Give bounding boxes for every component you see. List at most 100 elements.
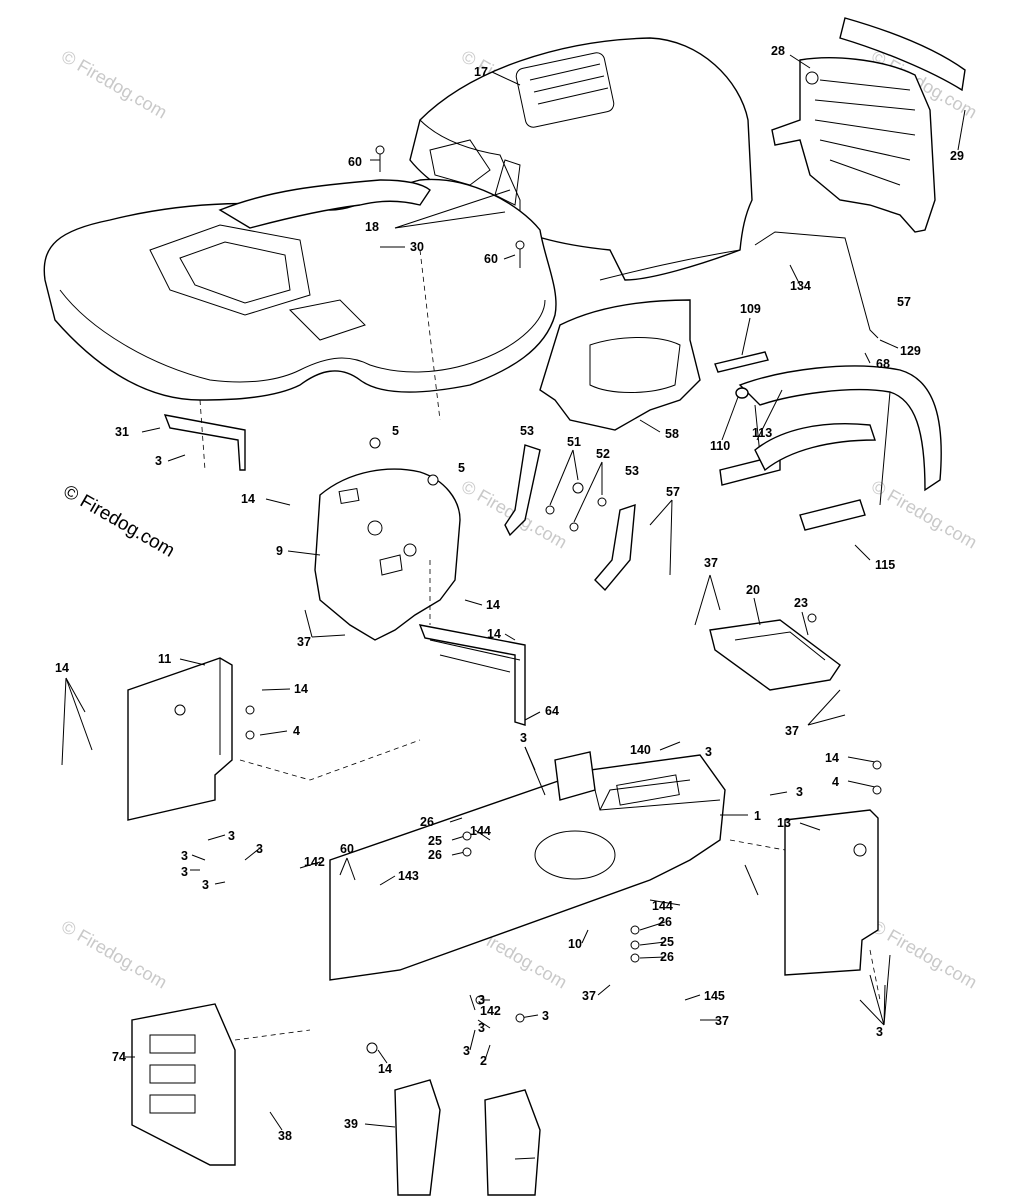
bracket-53-left xyxy=(504,444,541,537)
callout-3: 3 xyxy=(256,842,263,856)
bracket-38 xyxy=(394,1079,441,1196)
callout-57: 57 xyxy=(666,485,680,499)
callout-142: 142 xyxy=(304,855,325,869)
watermark-low-right: © Firedog.com xyxy=(868,916,980,992)
callout-30: 30 xyxy=(410,240,424,254)
callout-140: 140 xyxy=(630,743,651,757)
callout-31: 31 xyxy=(115,425,129,439)
callout-18: 18 xyxy=(365,220,379,234)
panel-64 xyxy=(418,624,526,726)
callout-37: 37 xyxy=(704,556,718,570)
callout-109: 109 xyxy=(740,302,761,316)
callout-60: 60 xyxy=(340,842,354,856)
callout-14: 14 xyxy=(825,751,839,765)
fender-part xyxy=(43,178,557,401)
callout-145: 145 xyxy=(704,989,725,1003)
callout-3: 3 xyxy=(202,878,209,892)
assembly-lines xyxy=(199,249,881,1041)
callout-74: 14 xyxy=(378,1062,392,1076)
callout-3: 3 xyxy=(705,745,712,759)
callout-3: 3 xyxy=(520,731,527,745)
callout-3: 3 xyxy=(478,993,485,1007)
callout-13: 13 xyxy=(777,816,791,830)
callout-25: 25 xyxy=(660,935,674,949)
pin-part xyxy=(714,351,769,399)
callout-64: 64 xyxy=(545,704,559,718)
callout-14: 3 xyxy=(876,1025,883,1039)
panel-20 xyxy=(709,619,841,691)
bracket-39 xyxy=(484,1089,541,1196)
callout-53: 53 xyxy=(520,424,534,438)
callout-2: 74 xyxy=(112,1050,126,1064)
callout-17: 17 xyxy=(474,65,488,79)
bracket-31 xyxy=(163,414,246,471)
bracket-53-right xyxy=(594,503,636,592)
grille-part xyxy=(771,17,966,233)
callout-134: 134 xyxy=(790,279,811,293)
callout-5: 5 xyxy=(392,424,399,438)
callout-115: 115 xyxy=(875,558,895,572)
callout-3: 3 xyxy=(155,454,162,468)
side-panel-13 xyxy=(784,809,879,976)
lift-handle-part xyxy=(719,365,942,531)
callout-37: 37 xyxy=(297,635,311,649)
callout-26: 26 xyxy=(420,815,434,829)
rod-part xyxy=(754,231,879,339)
callout-3: 3 xyxy=(228,829,235,843)
callout-144: 144 xyxy=(652,899,673,913)
callout-14: 14 xyxy=(294,682,308,696)
callout-37: 37 xyxy=(582,989,596,1003)
callout-113: 113 xyxy=(752,426,772,440)
callout-129: 129 xyxy=(900,344,921,358)
callout-52: 52 xyxy=(596,447,610,461)
callout-1: 1 xyxy=(754,809,761,823)
plate-140 xyxy=(554,751,596,801)
callout-23: 23 xyxy=(794,596,808,610)
callout-14: 14 xyxy=(55,661,69,675)
callout-26: 26 xyxy=(428,848,442,862)
callout-3: 3 xyxy=(796,785,803,799)
callout-110: 110 xyxy=(710,439,730,453)
callout-3: 3 xyxy=(463,1044,470,1058)
callout-28: 28 xyxy=(771,44,785,58)
callout-20: 20 xyxy=(746,583,760,597)
leader-lines xyxy=(61,54,966,1160)
callout-4: 4 xyxy=(293,724,300,738)
callout-3: 38 xyxy=(278,1129,292,1143)
watermark-top-left: © Firedog.com xyxy=(58,46,170,122)
callout-25: 25 xyxy=(428,834,442,848)
callout-14: 14 xyxy=(486,598,500,612)
callout-37: 37 xyxy=(785,724,799,738)
frame-part xyxy=(329,754,726,981)
callout-10: 10 xyxy=(568,937,582,951)
shroud-part xyxy=(539,299,701,431)
callout-51: 51 xyxy=(567,435,581,449)
callout-60: 60 xyxy=(348,155,362,169)
callout-53: 53 xyxy=(625,464,639,478)
callout-57: 57 xyxy=(897,295,911,309)
callout-37: 37 xyxy=(715,1014,729,1028)
callout-142: 142 xyxy=(480,1004,501,1018)
callout-144: 144 xyxy=(470,824,491,838)
callout-68: 68 xyxy=(876,357,890,371)
callout-26: 26 xyxy=(660,950,674,964)
callout-143: 143 xyxy=(398,869,419,883)
callout-labels: 17 28 29 60 18 60 30 134 109 57 129 68 1… xyxy=(55,44,964,1143)
watermark-low-left: © Firedog.com xyxy=(58,916,170,992)
callout-11: 11 xyxy=(158,652,171,666)
callout-38: 39 xyxy=(344,1117,358,1131)
callout-60: 60 xyxy=(484,252,498,266)
callout-3: 2 xyxy=(480,1054,487,1068)
dash-panel-part xyxy=(314,468,461,641)
side-panel-11 xyxy=(127,657,233,821)
callout-5: 5 xyxy=(458,461,465,475)
callout-9: 9 xyxy=(276,544,283,558)
watermark-mid-right: © Firedog.com xyxy=(868,476,980,552)
callout-14: 14 xyxy=(487,627,501,641)
callout-3: 3 xyxy=(181,865,188,879)
callout-26: 26 xyxy=(658,915,672,929)
watermark-main: © Firedog.com xyxy=(60,481,179,562)
callout-29: 29 xyxy=(950,149,964,163)
callout-14: 14 xyxy=(241,492,255,506)
